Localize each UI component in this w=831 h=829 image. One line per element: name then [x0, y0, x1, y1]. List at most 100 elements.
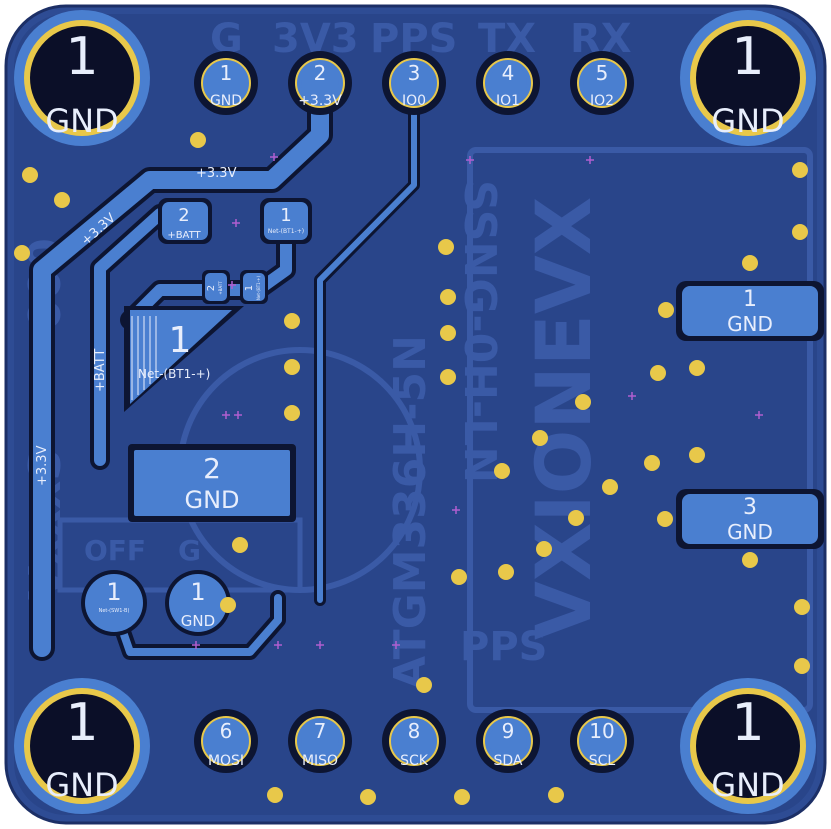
pad-hatch [131, 316, 157, 400]
pad-number: 2 [203, 452, 221, 485]
pin-net: MISO [302, 753, 338, 769]
pad-number: 2 [178, 205, 189, 226]
via [451, 569, 467, 585]
via [658, 302, 674, 318]
pin-number: 3 [408, 61, 421, 85]
pin-number: 2 [314, 61, 327, 85]
batt-pad: 2 +BATT [158, 198, 212, 244]
via [792, 162, 808, 178]
crosshair-mark [452, 506, 460, 514]
via [454, 789, 470, 805]
pin-number: 6 [220, 719, 233, 743]
pad-number: 1 [244, 285, 255, 291]
crosshair-mark [392, 641, 400, 649]
pin-number: 7 [314, 719, 327, 743]
via [267, 787, 283, 803]
pin-number: 5 [596, 61, 609, 85]
via [650, 365, 666, 381]
pin-number: 4 [502, 61, 515, 85]
crosshair-mark [586, 156, 594, 164]
pad-net: +BATT [167, 230, 201, 241]
via [568, 510, 584, 526]
pin-net: SCL [589, 753, 616, 769]
pin-net: MOSI [208, 753, 244, 769]
crosshair-mark [232, 219, 240, 227]
ghost-g-label: G [178, 534, 201, 567]
crosshair-mark [466, 156, 474, 164]
crosshair-mark [274, 641, 282, 649]
pin-net: Net-(SW1-B) [99, 608, 130, 614]
pin-number: 10 [589, 719, 614, 743]
pin-net: IO2 [590, 93, 614, 109]
via [22, 167, 38, 183]
header-pin: 2+3.3V [288, 51, 352, 115]
crosshair-mark [192, 641, 200, 649]
mount-hole-top-left: 1 GND [14, 10, 150, 146]
ghost-module-name: VXIONEVX [519, 197, 608, 640]
switch-pad-right: 1 GND [165, 570, 231, 636]
mount-hole-net: GND [45, 102, 118, 140]
small-pad-right: 1 Net-(BT1-+) [240, 270, 268, 304]
pin-number: 9 [502, 719, 515, 743]
pin-number: 1 [190, 578, 205, 606]
ghost-off-label: OFF [84, 534, 146, 567]
crosshair-mark [316, 641, 324, 649]
via [742, 552, 758, 568]
pad-number: 1 [280, 205, 291, 226]
via [14, 245, 30, 261]
battery-plus-pad: 1 Net-(BT1-+) [124, 306, 244, 412]
ghost-module-outline [467, 147, 813, 713]
mounting-holes: 1 GND 1 GND 1 GND 1 GND [14, 10, 816, 814]
via [689, 447, 705, 463]
battery-gnd-pad: 2 GND [128, 444, 296, 522]
crosshair-mark [222, 411, 230, 419]
crosshair-marks [192, 153, 763, 649]
via [548, 787, 564, 803]
pin-number: 1 [106, 578, 121, 606]
pad-number: 1 [743, 287, 757, 312]
trace-3v3 [33, 73, 329, 657]
trace-label-batt: +BATT [93, 349, 108, 392]
mount-hole-net: GND [711, 102, 784, 140]
via [794, 599, 810, 615]
mount-hole-bottom-right: 1 GND [680, 678, 816, 814]
pin-number: 1 [220, 61, 233, 85]
mount-hole-bottom-left: 1 GND [14, 678, 150, 814]
via [532, 430, 548, 446]
crosshair-mark [628, 392, 636, 400]
pad-net: GND [184, 486, 239, 514]
mount-hole-number: 1 [731, 27, 764, 87]
pad-number: 3 [743, 495, 757, 520]
pin-net: IO1 [496, 93, 520, 109]
via [440, 325, 456, 341]
pin-net: IO0 [402, 93, 426, 109]
via [284, 313, 300, 329]
via [440, 289, 456, 305]
crosshair-mark [270, 153, 278, 161]
via [657, 511, 673, 527]
via [794, 658, 810, 674]
smd-pad: 1 GND [676, 281, 824, 341]
crosshair-mark [755, 411, 763, 419]
pad-number: 1 [169, 320, 192, 361]
mount-hole-net: GND [45, 766, 118, 804]
smd-pad: 3 GND [676, 489, 824, 549]
pin-net: SCK [400, 753, 429, 769]
pad-net: Net-(BT1-+) [138, 367, 210, 381]
via [220, 597, 236, 613]
via [440, 369, 456, 385]
via [416, 677, 432, 693]
switch-pad-left: 1 Net-(SW1-B) [81, 570, 147, 636]
right-pads: 1 GND 3 GND [676, 281, 824, 549]
pad-net: Net-(BT1-+) [256, 276, 261, 301]
trace-io0 [317, 79, 417, 603]
pin-number: 8 [408, 719, 421, 743]
via [438, 239, 454, 255]
pad-net: GND [727, 312, 773, 336]
